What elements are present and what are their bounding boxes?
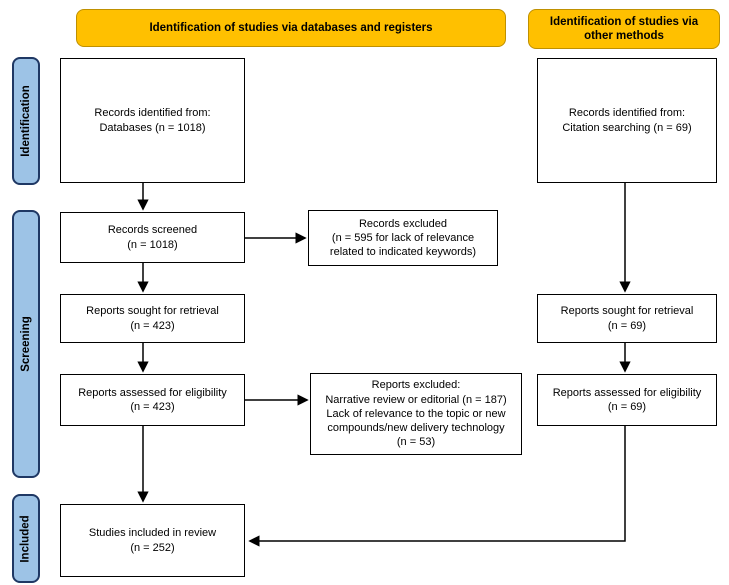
box-reports-sought-databases: Reports sought for retrieval (n = 423) (60, 294, 245, 343)
box-studies-included: Studies included in review (n = 252) (60, 504, 245, 577)
stage-screening-label: Screening (20, 316, 33, 372)
header-databases-registers-label: Identification of studies via databases … (149, 21, 433, 34)
stage-bar-screening: Screening (12, 210, 40, 478)
box-records-identified-databases: Records identified from: Databases (n = … (60, 58, 245, 183)
header-databases-registers: Identification of studies via databases … (76, 9, 506, 47)
stage-bar-identification: Identification (12, 57, 40, 185)
box-reports-assessed-databases: Reports assessed for eligibility (n = 42… (60, 374, 245, 426)
stage-identification-label: Identification (20, 85, 32, 157)
box-records-excluded: Records excluded (n = 595 for lack of re… (308, 210, 498, 266)
box-reports-assessed-other: Reports assessed for eligibility (n = 69… (537, 374, 717, 426)
box-records-identified-citation: Records identified from: Citation search… (537, 58, 717, 183)
stage-bar-included: Included (12, 494, 40, 583)
box-reports-sought-other: Reports sought for retrieval (n = 69) (537, 294, 717, 343)
box-records-screened: Records screened (n = 1018) (60, 212, 245, 263)
header-other-methods: Identification of studies via other meth… (528, 9, 720, 49)
box-reports-excluded: Reports excluded: Narrative review or ed… (310, 373, 522, 455)
header-other-methods-label: Identification of studies via other meth… (549, 15, 699, 42)
stage-included-label: Included (20, 514, 32, 563)
